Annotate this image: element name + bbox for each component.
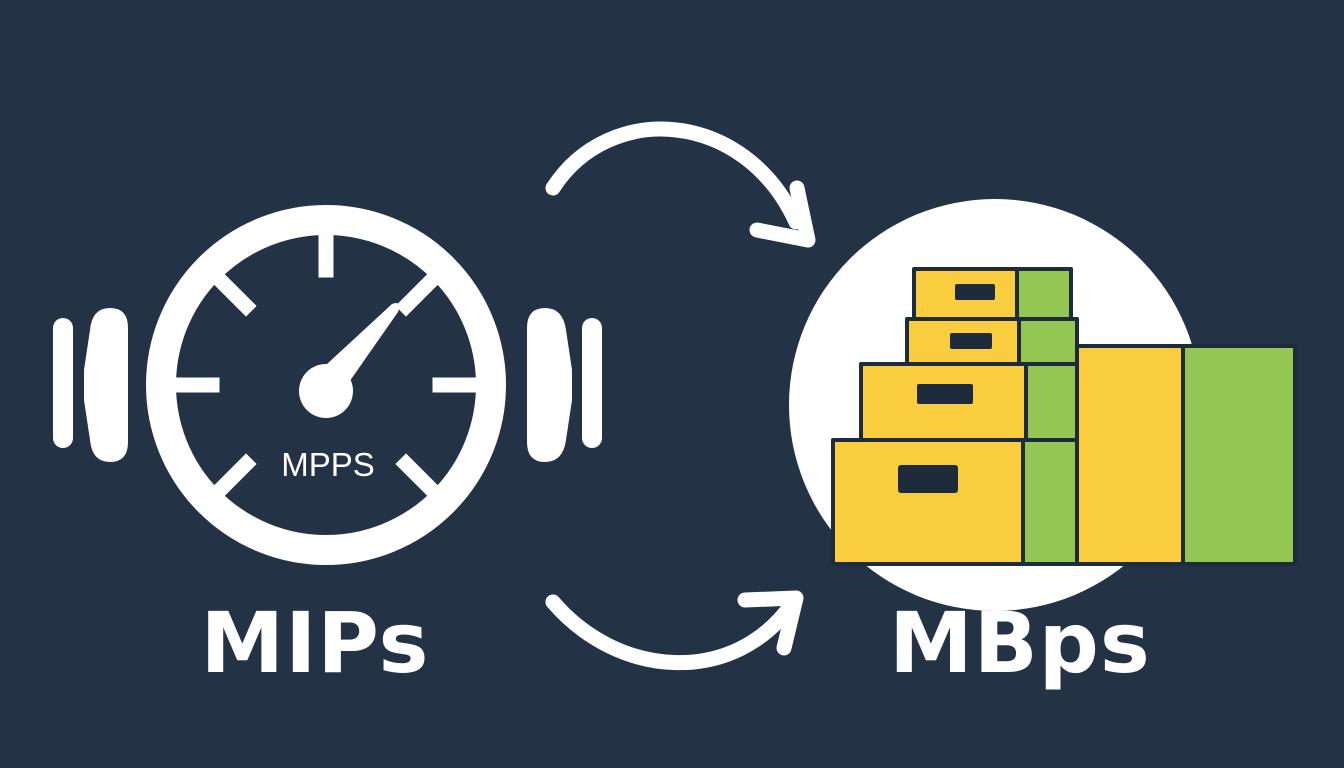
box-top-green (1013, 267, 1073, 321)
box-bottom (831, 438, 1025, 566)
tick-lower-right (395, 453, 439, 497)
bottom-arrow-head (737, 590, 804, 656)
tall-box-green (1181, 344, 1297, 566)
right-unit-label: MBps (889, 594, 1151, 692)
tick-lower-left (213, 453, 257, 497)
dial-ticks (172, 230, 480, 497)
top-arrow-arc (545, 121, 804, 230)
bottom-arrow-arc (545, 594, 800, 671)
dial-ring (146, 205, 506, 565)
tick-upper-right (395, 273, 439, 317)
tall-box-yellow (1075, 344, 1185, 566)
side-bar-left-inner (84, 308, 128, 462)
speedometer-icon: MPPS (53, 205, 602, 565)
box-bottom-green (1019, 438, 1079, 566)
stacked-boxes-icon (789, 199, 1297, 611)
side-bar-right-outer (582, 318, 602, 448)
tick-upper-left (213, 273, 257, 317)
box-bottom-handle (898, 465, 958, 493)
gauge-text: MPPS (281, 446, 375, 483)
left-unit-label: MIPs (200, 594, 430, 692)
box-top-handle (955, 284, 995, 300)
box-third-handle (917, 384, 973, 404)
side-bar-left-outer (53, 318, 73, 448)
top-curved-arrow (545, 121, 816, 248)
box-second-handle (950, 333, 992, 349)
top-arrow-head (749, 180, 816, 248)
side-bar-right-inner (527, 308, 572, 462)
box-second-green (1015, 317, 1079, 366)
dial-hub (299, 364, 353, 418)
bottom-curved-arrow (545, 590, 804, 671)
box-third-green (1022, 362, 1079, 442)
